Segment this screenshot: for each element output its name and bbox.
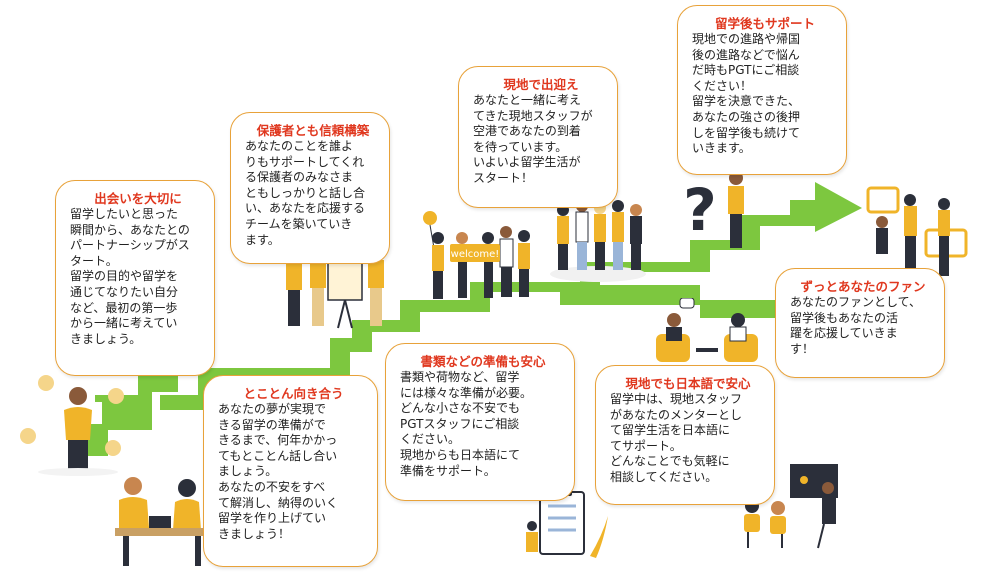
balloon-icon [423,211,437,225]
avatar-icon [105,440,121,456]
step-title: 現地で出迎え [503,77,579,92]
step-body: あなたと一緒に考え てきた現地スタッフが 空港であなたの到着 を待っています。 … [473,93,593,185]
avatar-icon [38,375,54,391]
step-title: 現地でも日本語で安心 [625,376,751,391]
step-card-first-meeting: 出会いを大切に 留学したいと思った 瞬間から、あなたとの パートナーシップがス … [55,180,215,376]
networking-person-illustration [20,375,124,476]
question-person-illustration: ? [683,171,744,248]
step-body: 留学中は、現地スタッフ があなたのメンターとし て留学生活を日本語に てサポート… [610,392,743,484]
step-title: 留学後もサポート [714,16,815,31]
step-card-japanese-support: 現地でも日本語で安心 留学中は、現地スタッフ があなたのメンターとし て留学生活… [595,365,775,505]
step-body: 現地での進路や帰国 後の進路などで悩ん だ時もPGTにご相談 ください！ 留学を… [692,32,801,156]
crowd-illustration [550,200,646,282]
fans-illustration [866,186,968,276]
counseling-desk-illustration [115,477,210,566]
step-card-airport-welcome: 現地で出迎え あなたと一緒に考え てきた現地スタッフが 空港であなたの到着 を待… [458,66,618,208]
step-body: あなたのファンとして、 留学後もあなたの活 躍を応援していきま す！ [790,295,922,356]
road-path [160,182,862,410]
step-title: ずっとあなたのファン [800,279,926,294]
step-title: 書類などの準備も安心 [420,354,546,369]
road-arrow [88,366,178,456]
step-card-face-to-face: とことん向き合う あなたの夢が実現で きる留学の準備がで きるまで、何年かかっ … [203,375,378,567]
step-card-after-support: 留学後もサポート 現地での進路や帰国 後の進路などで悩ん だ時もPGTにご相談 … [677,5,847,175]
step-body: 書類や荷物など、留学 には様々な準備が必要。 どんな小さな不安でも PGTスタッ… [400,370,533,478]
classroom-illustration [744,464,838,549]
step-title: 出会いを大切に [94,191,182,206]
step-card-forever-fan: ずっとあなたのファン あなたのファンとして、 留学後もあなたの活 躍を応援してい… [775,268,945,378]
welcome-sign: welcome! [451,249,500,260]
step-body: 留学したいと思った 瞬間から、あなたとの パートナーシップがス タート。 留学の… [70,207,190,346]
avatar-icon [20,428,36,444]
checklist-illustration [526,488,608,558]
avatar-icon [108,388,124,404]
step-body: あなたの夢が実現で きる留学の準備がで きるまで、何年かかっ てもとことん話し合… [218,402,339,541]
step-title: 保護者とも信頼構築 [256,123,370,138]
mentoring-sofa-illustration [656,298,758,362]
step-body: あなたのことを誰よ りもサポートしてくれ る保護者のみなさま ともしっかりと話し… [245,139,366,247]
step-card-document-prep: 書類などの準備も安心 書類や荷物など、留学 には様々な準備が必要。 どんな小さな… [385,343,575,501]
question-mark-icon: ? [683,176,717,244]
step-title: とことん向き合う [243,386,344,401]
speech-bubble-icon [679,298,695,309]
welcome-group-illustration: welcome! [423,211,530,299]
step-card-parent-trust: 保護者とも信頼構築 あなたのことを誰よ りもサポートしてくれ る保護者のみなさま… [230,112,390,264]
